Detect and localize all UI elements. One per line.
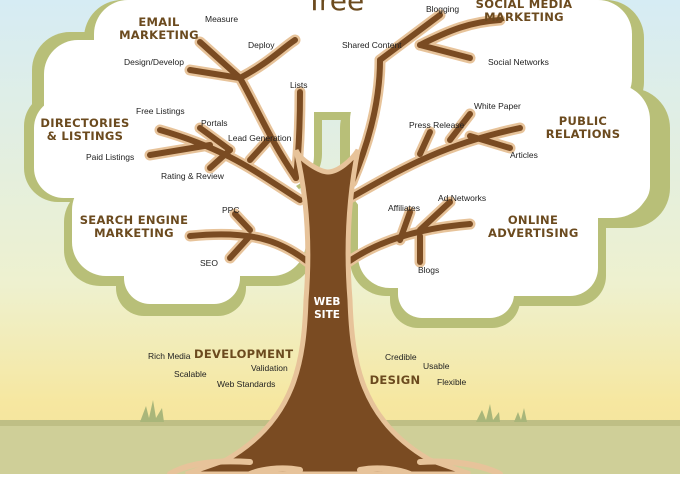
category-search-engine-marketing: SEARCH ENGINE MARKETING <box>78 214 190 240</box>
label-blogging: Blogging <box>426 4 460 14</box>
grass-tufts <box>140 400 527 422</box>
label-seo: SEO <box>200 258 218 268</box>
category-email-marketing: EMAIL MARKETING <box>114 16 204 42</box>
label-rating-review: Rating & Review <box>161 171 224 181</box>
category-line: MARKETING <box>94 226 174 240</box>
label-rich-media: Rich Media <box>148 351 191 361</box>
category-line: ADVERTISING <box>488 226 579 240</box>
label-blogs: Blogs <box>418 265 440 275</box>
label-scalable: Scalable <box>174 369 207 379</box>
category-line: MARKETING <box>484 10 564 24</box>
label-white-paper: White Paper <box>474 101 521 111</box>
label-web-standards: Web Standards <box>217 379 276 389</box>
category-line: SOCIAL MEDIA <box>475 0 573 11</box>
category-line: DEVELOPMENT <box>194 347 294 361</box>
category-line: DESIGN <box>369 373 421 387</box>
label-ad-networks: Ad Networks <box>438 193 487 203</box>
trunk-label: WEB SITE <box>305 296 349 322</box>
category-line: & LISTINGS <box>46 129 124 143</box>
trunk <box>185 148 471 477</box>
label-deploy: Deploy <box>248 40 275 50</box>
roots <box>167 458 503 477</box>
category-line: SEARCH ENGINE <box>79 213 189 227</box>
category-line: RELATIONS <box>545 127 621 141</box>
label-shared-content: Shared Content <box>342 40 402 50</box>
category-line: MARKETING <box>119 28 199 42</box>
label-affiliates: Affiliates <box>388 203 420 213</box>
diagram-title: Tree <box>305 0 365 17</box>
label-ppc: PPC <box>222 205 240 215</box>
category-online-advertising: ONLINE ADVERTISING <box>488 214 578 240</box>
label-validation: Validation <box>251 363 288 373</box>
branches <box>144 9 526 268</box>
category-line: PUBLIC <box>558 114 608 128</box>
trunk-label-line: SITE <box>314 309 340 321</box>
label-social-networks: Social Networks <box>488 57 549 67</box>
category-social-media-marketing: SOCIAL MEDIA MARKETING <box>474 0 574 24</box>
category-line: ONLINE <box>507 213 559 227</box>
label-lists: Lists <box>290 80 308 90</box>
label-flexible: Flexible <box>437 377 467 387</box>
category-line: EMAIL <box>138 15 180 29</box>
label-credible: Credible <box>385 352 417 362</box>
label-paid-listings: Paid Listings <box>86 152 135 162</box>
label-articles: Articles <box>510 150 538 160</box>
category-development: DEVELOPMENT <box>194 347 294 361</box>
category-line: DIRECTORIES <box>40 116 130 130</box>
label-design-develop: Design/Develop <box>124 57 185 67</box>
label-press-release: Press Release <box>409 120 465 130</box>
category-directories-listings: DIRECTORIES & LISTINGS <box>38 117 132 143</box>
category-public-relations: PUBLIC RELATIONS <box>544 115 622 141</box>
label-lead-generation: Lead Generation <box>228 133 292 143</box>
label-measure: Measure <box>205 14 239 24</box>
trunk-label-line: WEB <box>313 296 341 308</box>
label-free-listings: Free Listings <box>136 106 185 116</box>
category-design: DESIGN <box>368 374 422 387</box>
label-usable: Usable <box>423 361 450 371</box>
label-portals: Portals <box>201 118 228 128</box>
